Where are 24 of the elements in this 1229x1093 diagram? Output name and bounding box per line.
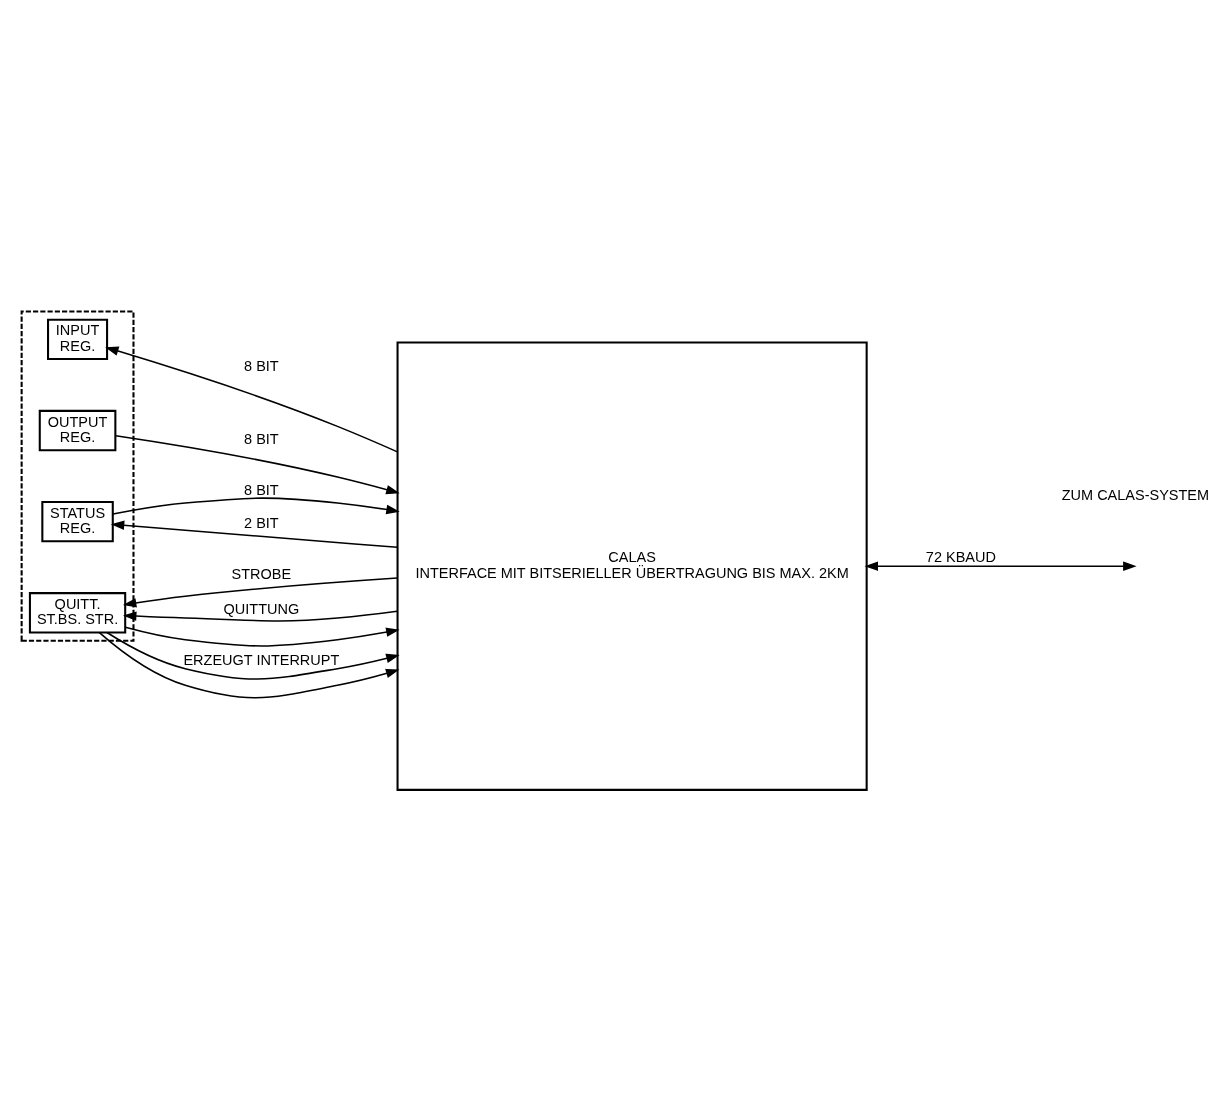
arrow <box>122 577 399 608</box>
arrow <box>112 497 400 515</box>
node-box: OUTPUT REG. <box>38 409 117 452</box>
node-box: STATUS REG. <box>41 500 114 543</box>
arrow <box>105 346 399 453</box>
node-box: CALAS INTERFACE MIT BITSERIELLER ÜBERTRAGUNG BIS MAX. 2KM <box>396 341 868 791</box>
label: ZUM CALAS-SYSTEM <box>1061 486 1210 503</box>
edge-label: 8 BIT <box>244 431 279 448</box>
arrow <box>864 561 1137 571</box>
arrow <box>114 435 400 495</box>
node-box: INPUT REG. <box>47 318 109 361</box>
edge-label: 72 KBAUD <box>925 549 996 566</box>
edge-label: ERZEUGT INTERRUPT <box>183 651 340 668</box>
arrow <box>106 631 400 680</box>
edge-label: STROBE <box>231 565 292 582</box>
edge-label: 2 BIT <box>244 515 279 532</box>
arrow <box>122 610 398 622</box>
edge-label: 8 BIT <box>244 481 279 498</box>
arrow <box>124 626 400 647</box>
edge-label: 8 BIT <box>244 357 279 374</box>
node-box: QUITT. ST.BS. STR. <box>28 592 127 634</box>
edge-label: QUITTUNG <box>223 601 300 618</box>
arrow <box>110 520 398 549</box>
arrow <box>98 631 400 699</box>
